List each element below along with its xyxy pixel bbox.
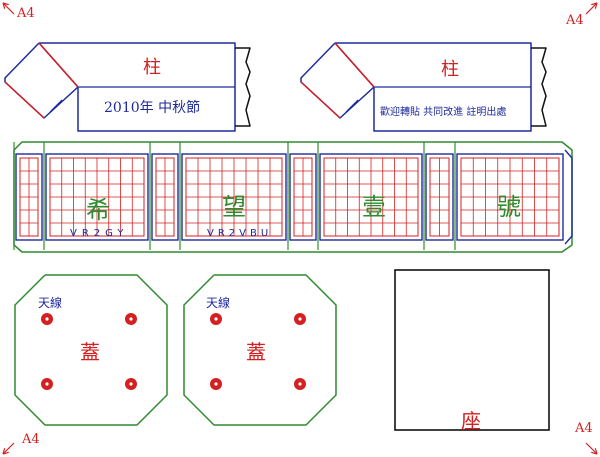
- corner-mark-bottom-right: A4: [575, 421, 593, 436]
- sign-outline: [13, 141, 573, 253]
- lid-2-outline: [183, 274, 337, 426]
- pillar-1-caption: 2010年 中秋節: [104, 100, 201, 116]
- lid-1-hole-center-4: [129, 382, 133, 386]
- corner-arrow-bottom-right-head-0: [594, 448, 598, 455]
- base-outline: [394, 269, 550, 431]
- sign-character-1: 希: [86, 196, 110, 224]
- corner-arrow-bottom-right-shaft: [585, 442, 598, 455]
- pillar-2-tab-edge: [345, 99, 359, 113]
- sign-code-1: VR2GY: [70, 228, 129, 239]
- corner-mark-top-left: A4: [17, 6, 35, 21]
- sign-panel-6: [319, 153, 423, 241]
- corner-arrow-bottom-right-head-1: [591, 451, 598, 455]
- sign-code-2: VR2VBU: [207, 228, 273, 239]
- corner-arrow-top-right-head-1: [594, 2, 598, 9]
- lid-2-hole-center-3: [214, 382, 218, 386]
- corner-mark-top-right: A4: [566, 13, 584, 28]
- pillar-1-red-fold-2: [4, 81, 45, 119]
- lid-1-hole-center-2: [129, 317, 133, 321]
- pillar-2-red-fold-1: [334, 42, 375, 88]
- lid-1-title: 蓋: [80, 340, 100, 364]
- lid-2-title: 蓋: [246, 340, 266, 364]
- pillar-2-caption: 歡迎轉貼 共同改進 註明出處: [380, 107, 507, 118]
- corner-arrow-top-left-head-1: [2, 2, 9, 6]
- sign-panel-7: [425, 153, 454, 241]
- sign-character-3: 壹: [362, 193, 386, 221]
- sign-panel-8: [456, 153, 564, 241]
- sign-character-2: 望: [222, 193, 246, 221]
- base-title: 座: [461, 409, 481, 433]
- pillar-1-tab: [4, 42, 79, 119]
- lid-1-hole-center-1: [45, 317, 49, 321]
- lid-2-hole-center-2: [298, 317, 302, 321]
- lid-2-label: 天線: [206, 296, 231, 310]
- pillar-1-red-fold-1: [38, 42, 79, 88]
- pillar-1-title: 柱: [143, 57, 161, 78]
- sign-panel-4: [181, 153, 287, 241]
- corner-arrow-top-right-shaft: [585, 2, 598, 15]
- corner-arrow-top-right-head-0: [591, 2, 598, 6]
- pillar-2-tab: [300, 42, 375, 119]
- pillar-2-end-flaps: [531, 47, 547, 127]
- lid-1-label: 天線: [38, 296, 63, 310]
- corner-arrow-bottom-left-head-1: [2, 448, 6, 455]
- pillar-2-red-fold-2: [300, 81, 341, 119]
- lid-2-hole-center-4: [298, 382, 302, 386]
- pillar-2-title: 柱: [441, 59, 459, 80]
- corner-arrow-top-left-shaft: [2, 2, 15, 15]
- corner-arrow-bottom-left-shaft: [2, 442, 15, 455]
- pillar-1-tab-edge: [49, 99, 63, 113]
- sign-panel-5: [289, 153, 317, 241]
- lid-2-hole-center-1: [214, 317, 218, 321]
- lid-1-hole-center-3: [45, 382, 49, 386]
- corner-arrow-bottom-left-head-0: [2, 451, 9, 455]
- sign-end-tab: [564, 149, 573, 245]
- sign-panel-2: [45, 153, 149, 241]
- sign-panel-3: [151, 153, 179, 241]
- sign-panel-1: [15, 153, 43, 241]
- corner-mark-bottom-left: A4: [22, 432, 40, 447]
- sign-character-4: 號: [497, 193, 521, 221]
- corner-arrow-top-left-head-0: [2, 2, 6, 9]
- lid-1-outline: [14, 274, 168, 426]
- pillar-1-end-flaps: [235, 47, 251, 127]
